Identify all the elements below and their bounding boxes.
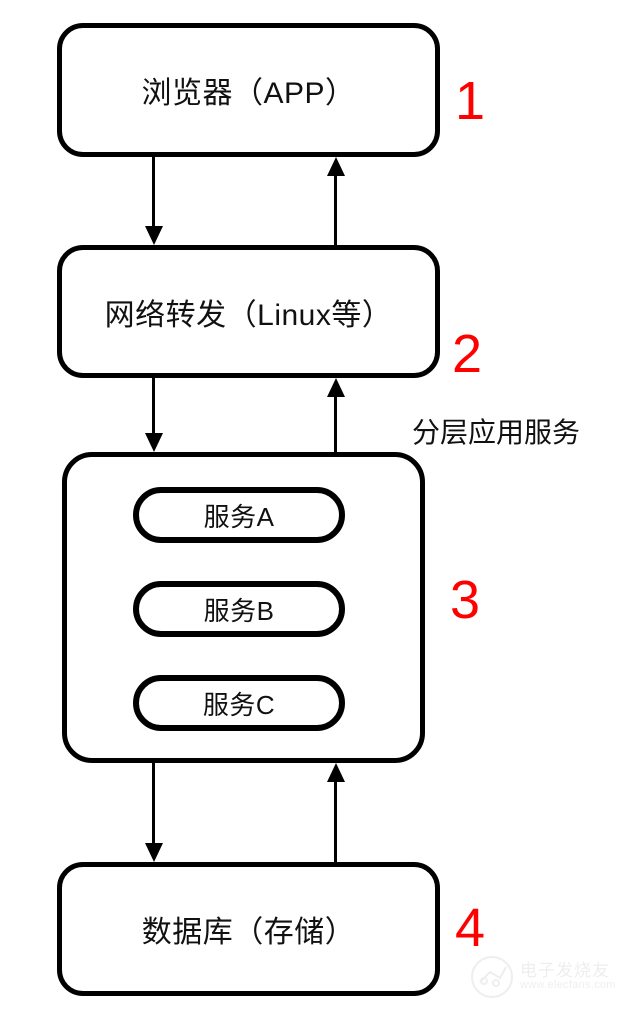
layer-box-database: 数据库（存储） [57, 862, 440, 996]
layer-label-browser: 浏览器（APP） [141, 77, 356, 110]
watermark: 电子发烧友 www.elecfans.com [470, 955, 616, 999]
service-box-b: 服务B [133, 581, 345, 637]
service-box-a: 服务A [133, 487, 345, 543]
layer-number-2: 2 [452, 324, 483, 384]
layer-label-network: 网络转发（Linux等） [104, 298, 393, 332]
layer-number-3: 3 [450, 570, 481, 630]
arrow-network-to-services [152, 378, 155, 434]
watermark-url: www.elecfans.com [520, 979, 616, 992]
arrow-services-to-database [152, 763, 155, 844]
annotation-layered-application-services: 分层应用服务 [412, 417, 581, 448]
arrow-browser-to-network [152, 157, 155, 227]
layer-number-1: 1 [455, 71, 486, 131]
elecfans-logo-icon [470, 955, 514, 999]
layer-label-database: 数据库（存储） [141, 916, 356, 949]
arrow-network-to-browser [334, 175, 337, 245]
layer-number-4: 4 [455, 898, 486, 958]
arrow-services-to-network [334, 396, 337, 452]
layer-box-browser: 浏览器（APP） [57, 23, 440, 157]
layer-box-network: 网络转发（Linux等） [57, 245, 440, 378]
layer-box-services: 服务A 服务B 服务C [62, 452, 425, 763]
watermark-text: 电子发烧友 www.elecfans.com [520, 962, 616, 991]
service-label-b: 服务B [203, 595, 275, 626]
service-label-a: 服务A [203, 501, 275, 532]
watermark-name: 电子发烧友 [520, 961, 610, 981]
service-label-c: 服务C [202, 689, 276, 720]
arrow-database-to-services [334, 781, 337, 862]
service-box-c: 服务C [133, 675, 345, 731]
